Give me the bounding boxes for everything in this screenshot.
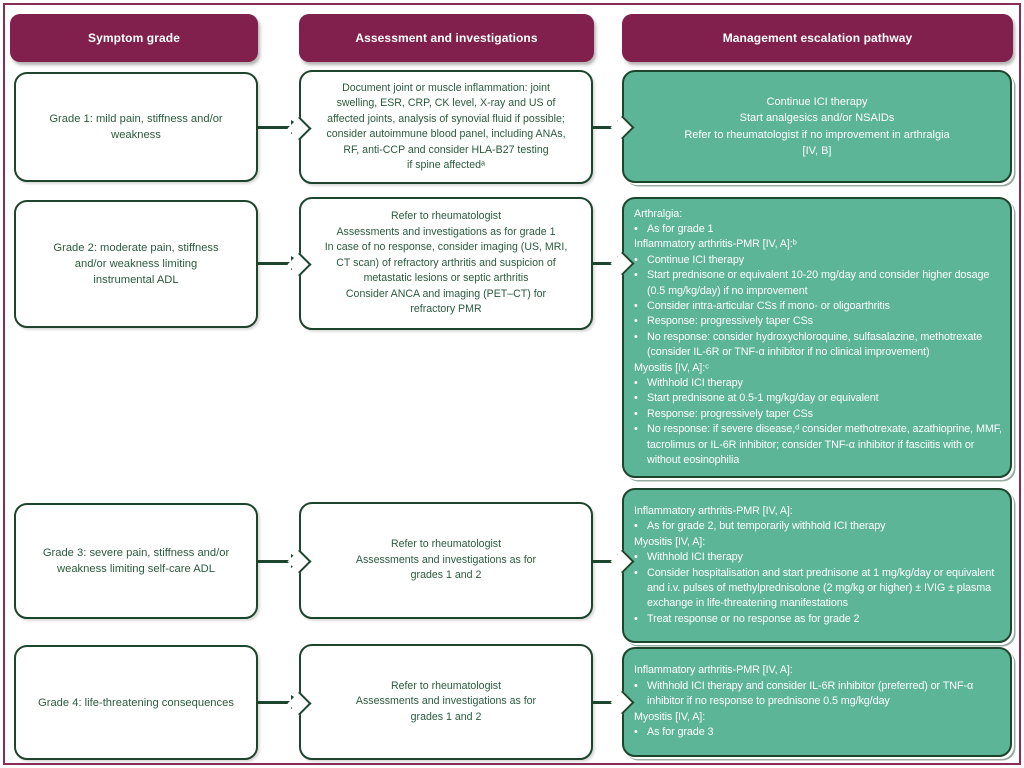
management-3-text: Inflammatory arthritis-PMR [IV, A]: As fo… — [624, 490, 1010, 641]
text-line: swelling, ESR, CRP, CK level, X-ray and … — [336, 97, 556, 109]
text-line: Consider ANCA and imaging (PET–CT) for — [345, 287, 547, 300]
management-4-text: Inflammatory arthritis-PMR [IV, A]: Withh… — [624, 649, 1010, 755]
text-line: Grade 3: severe pain, stiffness and/or — [42, 547, 230, 559]
text-line: RF, anti-CCP and consider HLA-B27 testin… — [343, 143, 549, 156]
text-line: Assessments and investigations as for — [355, 553, 537, 566]
text-line: affected joints, analysis of synovial fl… — [327, 112, 565, 125]
text-line: Continue ICI therapy — [634, 253, 1002, 268]
text-line: Response: progressively taper CSs — [634, 407, 1002, 422]
grade-3-box: Grade 3: severe pain, stiffness and/or we… — [14, 503, 258, 619]
text-line: Myositis [IV, A]:ᶜ — [634, 361, 709, 374]
grade-2-text: Grade 2: moderate pain, stiffness and/or … — [16, 202, 256, 326]
text-line: Refer to rheumatologist — [390, 679, 502, 692]
text-line: Refer to rheumatologist — [390, 538, 502, 551]
text-line: if spine affectedᵃ — [407, 159, 485, 171]
text-line: Consider intra-articular CSs if mono- or… — [634, 299, 1002, 314]
grade-4-box: Grade 4: life-threatening consequences — [14, 645, 258, 760]
text-line: Consider hospitalisation and start predn… — [634, 566, 1002, 612]
text-line: consider autoimmune blood panel, includi… — [326, 128, 566, 140]
grade-4-text: Grade 4: life-threatening consequences — [16, 647, 256, 758]
text-line: Start prednisone at 0.5-1 mg/kg/day or e… — [634, 391, 1002, 406]
text-line: CT scan) of refractory arthritis and sus… — [336, 256, 556, 269]
header-management: Management escalation pathway — [622, 14, 1013, 62]
text-line: grades 1 and 2 — [410, 710, 482, 723]
text-line: Myositis [IV, A]: — [634, 535, 706, 548]
text-line: weakness — [111, 129, 161, 141]
text-line: instrumental ADL — [93, 274, 179, 286]
header-symptom-grade: Symptom grade — [10, 14, 258, 62]
text-line: and/or weakness limiting — [74, 258, 198, 270]
text-line: Assessments and investigations as for — [355, 695, 537, 708]
text-line: refractory PMR — [410, 303, 482, 316]
text-line: Treat response or no response as for gra… — [634, 612, 1002, 627]
management-3-box: Inflammatory arthritis-PMR [IV, A]: As fo… — [610, 488, 1012, 643]
text-line: grades 1 and 2 — [410, 569, 482, 582]
text-line: Continue ICI therapy — [766, 95, 868, 108]
text-line: No response: if severe disease,ᵈ conside… — [634, 422, 1002, 468]
text-line: Arthralgia: — [634, 207, 683, 220]
grade-2-box: Grade 2: moderate pain, stiffness and/or … — [14, 200, 258, 328]
management-4-box: Inflammatory arthritis-PMR [IV, A]: Withh… — [610, 647, 1012, 757]
grade-3-text: Grade 3: severe pain, stiffness and/or we… — [16, 505, 256, 617]
header-assessment: Assessment and investigations — [299, 14, 594, 62]
text-line: Withhold ICI therapy and consider IL-6R … — [634, 679, 1002, 710]
grade-1-text: Grade 1: mild pain, stiffness and/or weak… — [16, 74, 256, 180]
text-line: Grade 4: life-threatening consequences — [38, 696, 234, 709]
assessment-1-text: Document joint or muscle inflammation: j… — [301, 72, 591, 182]
text-line: [IV, B] — [802, 145, 832, 157]
text-line: As for grade 2, but temporarily withhold… — [634, 519, 1002, 534]
text-line: Assessments and investigations as for gr… — [336, 225, 556, 238]
text-line: metastatic lesions or septic arthritis — [363, 272, 529, 285]
text-line: Start prednisone or equivalent 10-20 mg/… — [634, 268, 1002, 299]
text-line: Withhold ICI therapy — [634, 550, 1002, 565]
text-line: In case of no response, consider imaging… — [324, 241, 568, 254]
text-line: Grade 2: moderate pain, stiffness — [53, 242, 219, 254]
text-line: Myositis [IV, A]: — [634, 710, 706, 723]
grade-1-box: Grade 1: mild pain, stiffness and/or weak… — [14, 72, 258, 182]
text-line: As for grade 3 — [634, 725, 1002, 740]
assessment-1-box: Document joint or muscle inflammation: j… — [287, 70, 593, 184]
text-line: Start analgesics and/or NSAIDs — [739, 112, 895, 124]
text-line: Response: progressively taper CSs — [634, 314, 1002, 329]
text-line: Refer to rheumatologist if no improvemen… — [684, 128, 950, 141]
text-line: Document joint or muscle inflammation: j… — [342, 81, 550, 94]
text-line: No response: consider hydroxychloroquine… — [634, 330, 1002, 361]
text-line: As for grade 1 — [634, 222, 1002, 237]
text-line: Inflammatory arthritis-PMR [IV, A]:ᵇ — [634, 238, 797, 251]
text-line: Withhold ICI therapy — [634, 376, 1002, 391]
text-line: weakness limiting self-care ADL — [57, 563, 215, 575]
text-line: Grade 1: mild pain, stiffness and/or — [49, 113, 223, 125]
text-line: Inflammatory arthritis-PMR [IV, A]: — [634, 664, 793, 677]
text-line: Inflammatory arthritis-PMR [IV, A]: — [634, 504, 793, 517]
text-line: Refer to rheumatologist — [390, 210, 502, 223]
